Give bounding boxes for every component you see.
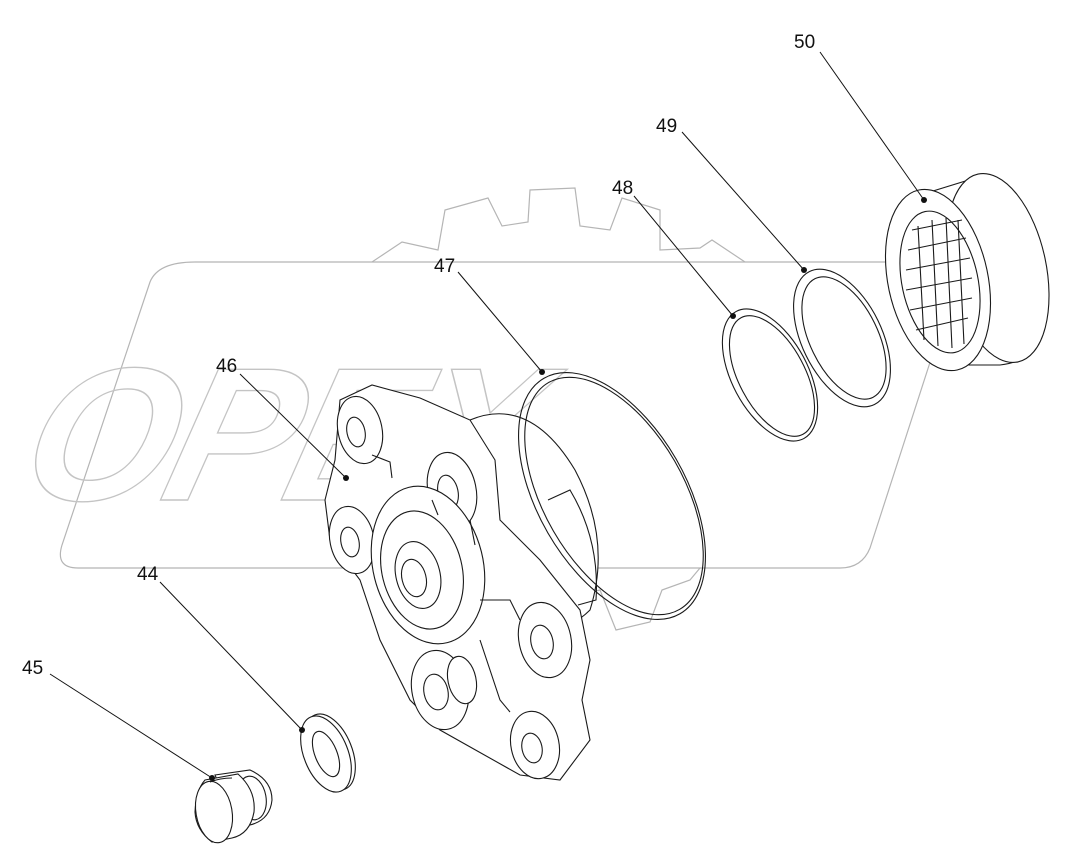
part-49-thrust-ring [793,268,891,408]
callout-50: 50 [794,32,927,203]
flange-bolt-lugs [328,395,573,780]
callout-label-48: 48 [612,178,633,199]
callout-label-47: 47 [434,256,455,277]
callout-45: 45 [22,658,215,781]
part-46-flange-housing [324,384,599,781]
callout-label-44: 44 [137,564,159,585]
part-48-ring [721,308,819,442]
callout-label-45: 45 [22,658,43,679]
part-47-o-ring [518,371,706,621]
callout-44: 44 [137,564,305,733]
part-45-plug [194,769,273,844]
callout-49: 49 [656,116,807,273]
watermark-gear [371,187,746,263]
callout-48: 48 [612,178,736,319]
callout-label-46: 46 [216,356,237,377]
part-50-needle-bearing [884,173,1050,372]
callout-label-49: 49 [656,116,677,137]
callout-label-50: 50 [794,32,815,53]
callout-46: 46 [216,356,349,481]
part-44-washer [300,713,356,793]
flange-central-hub [370,485,486,645]
callout-47: 47 [434,256,545,375]
bearing-needle-rollers [905,217,973,349]
